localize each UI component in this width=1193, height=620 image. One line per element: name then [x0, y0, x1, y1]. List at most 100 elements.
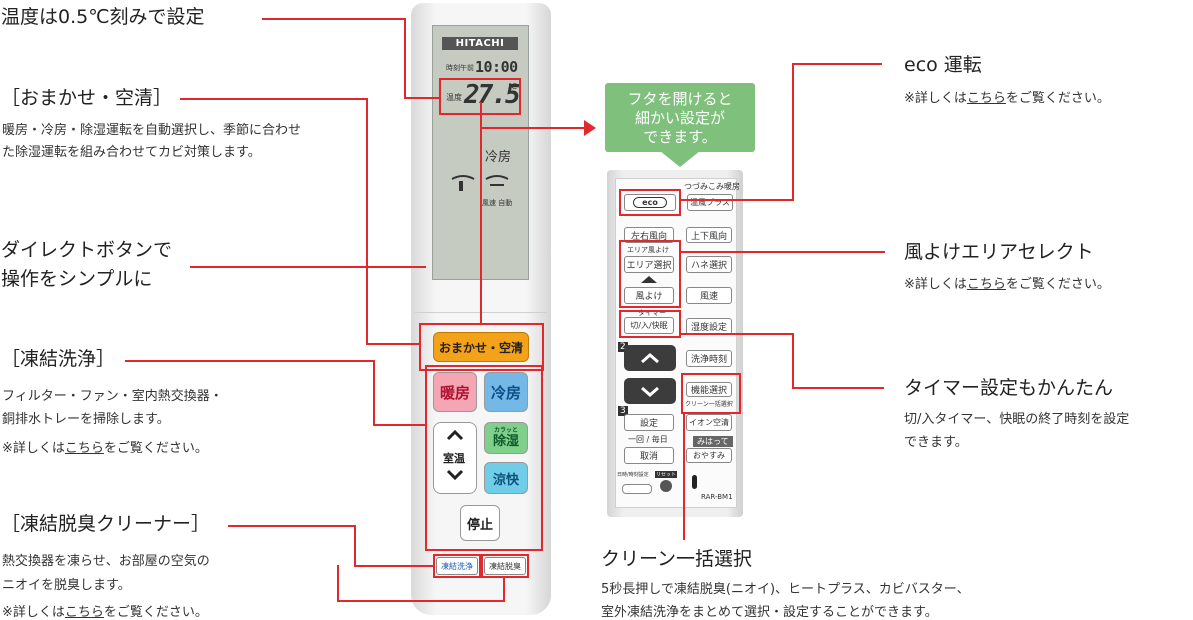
kazeyoke-link[interactable]: こちら	[966, 277, 1006, 292]
area-up-icon	[641, 276, 657, 283]
touketsu-line-h	[125, 360, 375, 362]
direct-line-v-right	[480, 102, 482, 324]
down-chevron-icon[interactable]	[445, 468, 465, 482]
clean-desc-1: 5秒長押しで凍結脱臭(ニオイ)、ヒートプラス、カビバスター、	[601, 582, 970, 597]
touketsu-senjou-button[interactable]: 凍結洗浄	[436, 557, 478, 575]
eco-highlight	[619, 189, 681, 216]
nichiji-button[interactable]	[622, 484, 652, 494]
eco-line-v	[792, 63, 794, 201]
direct-title-1: ダイレクトボタンで	[1, 239, 173, 261]
direct-line-h	[190, 266, 426, 268]
sayuu-button[interactable]: 左右風向	[624, 227, 674, 243]
reibou-button[interactable]: 冷房	[484, 372, 528, 412]
area-select-button[interactable]: エリア選択	[624, 256, 674, 273]
touketsu-link[interactable]: こちら	[64, 441, 104, 456]
timer-title: タイマー設定もかんたん	[904, 377, 1114, 399]
touketsu-note-prefix: ※詳しくは	[2, 441, 65, 456]
senjou-jikoku-button[interactable]: 洗浄時刻	[686, 350, 732, 367]
omakase-button[interactable]: おまかせ・空清	[433, 332, 529, 362]
timer-header: タイマー	[638, 309, 666, 317]
timer-line-h2	[792, 387, 884, 389]
touketsu-title: ［凍結洗浄］	[1, 348, 116, 370]
kinou-sentaku-button[interactable]: 機能選択	[686, 382, 732, 397]
fuusoku-button[interactable]: 風速	[686, 287, 732, 304]
timer-line-h	[681, 333, 794, 335]
kazeyoke-note: ※詳しくはこちらをご覧ください。	[904, 273, 1110, 292]
down-button[interactable]	[624, 378, 676, 404]
ion-button[interactable]: イオン空清	[686, 414, 732, 431]
up-button[interactable]	[624, 345, 676, 371]
callout-line2: 細かい設定が	[634, 109, 725, 127]
kazeyoke-button[interactable]: 風よけ	[624, 287, 674, 304]
up-chevron-icon[interactable]	[445, 428, 465, 442]
lcd-ampm: 午前	[460, 64, 474, 72]
ikkai-mainichi-label: 一回 / 毎日	[628, 435, 668, 444]
dasshu-note-suffix: をご覧ください。	[103, 605, 208, 620]
dasshu-link[interactable]: こちら	[64, 605, 104, 620]
omakase-desc: 暖房・冷房・除湿運転を自動選択し、季節に合わせた除湿運転を組み合わせてカビ対策し…	[2, 123, 302, 160]
eco-link[interactable]: こちら	[966, 91, 1006, 106]
torikeshi-button[interactable]: 取消	[624, 447, 674, 464]
danbou-button[interactable]: 暖房	[433, 372, 477, 412]
ryoukai-button[interactable]: 涼快	[484, 462, 528, 494]
kazeyoke-title: 風よけエリアセレクト	[904, 241, 1094, 263]
clean-ikkatsu-label: クリーン一括選択	[685, 401, 733, 408]
eco-note-suffix: をご覧ください。	[1005, 91, 1110, 106]
dasshu-desc-2: ニオイを脱臭します。	[2, 578, 131, 593]
eco-note-prefix: ※詳しくは	[904, 91, 967, 106]
dasshu-desc-1: 熱交換器を凍らせ、お部屋の空気の	[2, 554, 210, 569]
oyasumi-button[interactable]: おやすみ	[686, 448, 732, 463]
dasshu-line-h2	[354, 565, 434, 567]
omakase-highlight	[419, 323, 544, 371]
eco-line-h2	[681, 199, 794, 201]
eco-button[interactable]: eco	[624, 194, 676, 211]
kazeyoke-note-prefix: ※詳しくは	[904, 277, 967, 292]
clean-line-v	[683, 414, 685, 540]
ir-sensor	[692, 475, 697, 489]
lcd-fan: 風速 自動	[482, 199, 513, 207]
kazeyoke-note-suffix: をご覧ください。	[1005, 277, 1110, 292]
touketsu-dasshu-button[interactable]: 凍結脱臭	[484, 557, 526, 575]
miharu-label: みはって	[693, 436, 733, 447]
up-chevron-icon	[641, 353, 659, 364]
num3-label: 3	[618, 406, 628, 416]
lcd-temp-label: 温度	[446, 93, 462, 102]
lcd-temp: 27.5	[464, 80, 521, 110]
timer-desc-1: 切/入タイマー、快眠の終了時刻を設定	[904, 412, 1130, 427]
temp-line-h	[262, 18, 406, 20]
dasshu-line-bottom-h	[337, 600, 505, 602]
lcd-temp-unit: ℃	[508, 82, 517, 91]
lcd-time: 10:00	[475, 58, 518, 76]
dasshu-note-prefix: ※詳しくは	[2, 605, 65, 620]
dasshu-line-v	[354, 525, 356, 567]
callout-line1: フタを開けると	[627, 90, 733, 108]
brand-logo: HITACHI	[442, 37, 518, 50]
top-label: つづみこみ暖房	[684, 182, 740, 191]
eco-title: eco 運転	[904, 54, 982, 76]
onpuu-plus-button[interactable]: 温風プラス	[687, 194, 733, 211]
kiri-iri-button[interactable]: 切/入/快眠	[624, 317, 674, 334]
joshitsu-button[interactable]: カラッと 除湿	[484, 422, 528, 454]
clean-highlight	[681, 373, 741, 414]
settei-button[interactable]: 設定	[624, 414, 674, 431]
lid-callout: フタを開けると 細かい設定が できます。	[605, 83, 755, 152]
num2-label: 2	[618, 342, 628, 352]
temp-title: 温度は0.5℃刻みで設定	[1, 6, 205, 28]
eco-line-h	[792, 63, 882, 65]
omakase-line-h	[180, 98, 368, 100]
kazeyoke-line-h	[681, 251, 885, 253]
touketsu-line-h2	[373, 424, 427, 426]
dasshu-note: ※詳しくはこちらをご覧ください。	[2, 601, 208, 620]
eco-note: ※詳しくはこちらをご覧ください。	[904, 87, 1110, 106]
timer-line-v	[792, 333, 794, 389]
touketsu-note-suffix: をご覧ください。	[103, 441, 208, 456]
hane-button[interactable]: ハネ選択	[686, 256, 732, 273]
stop-button[interactable]: 停止	[460, 505, 500, 541]
model-label: RAR-BM1	[701, 493, 733, 501]
karatto-label: カラッと	[493, 427, 518, 434]
touketsu-note: ※詳しくはこちらをご覧ください。	[2, 437, 208, 456]
reset-button[interactable]	[660, 480, 672, 492]
room-temp-label: 室温	[443, 452, 465, 465]
jouge-button[interactable]: 上下風向	[686, 227, 732, 243]
arrow-right-icon	[584, 120, 596, 136]
